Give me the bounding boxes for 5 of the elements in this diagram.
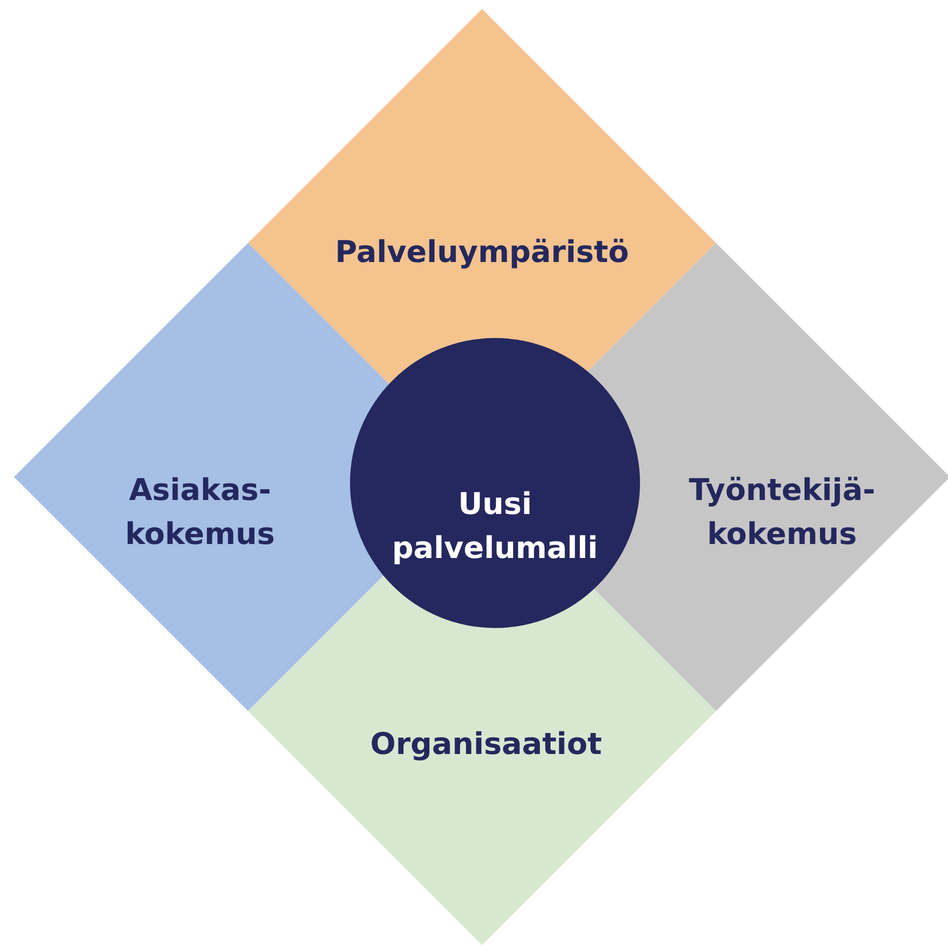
- segment-label: Palveluympäristö: [334, 234, 630, 272]
- segment-label: Organisaatiot: [369, 726, 603, 764]
- center-label: Uusi palvelumalli: [391, 486, 599, 568]
- segment-label: Työntekijä- kokemus: [688, 472, 876, 554]
- segment-label: Asiakas- kokemus: [124, 472, 276, 554]
